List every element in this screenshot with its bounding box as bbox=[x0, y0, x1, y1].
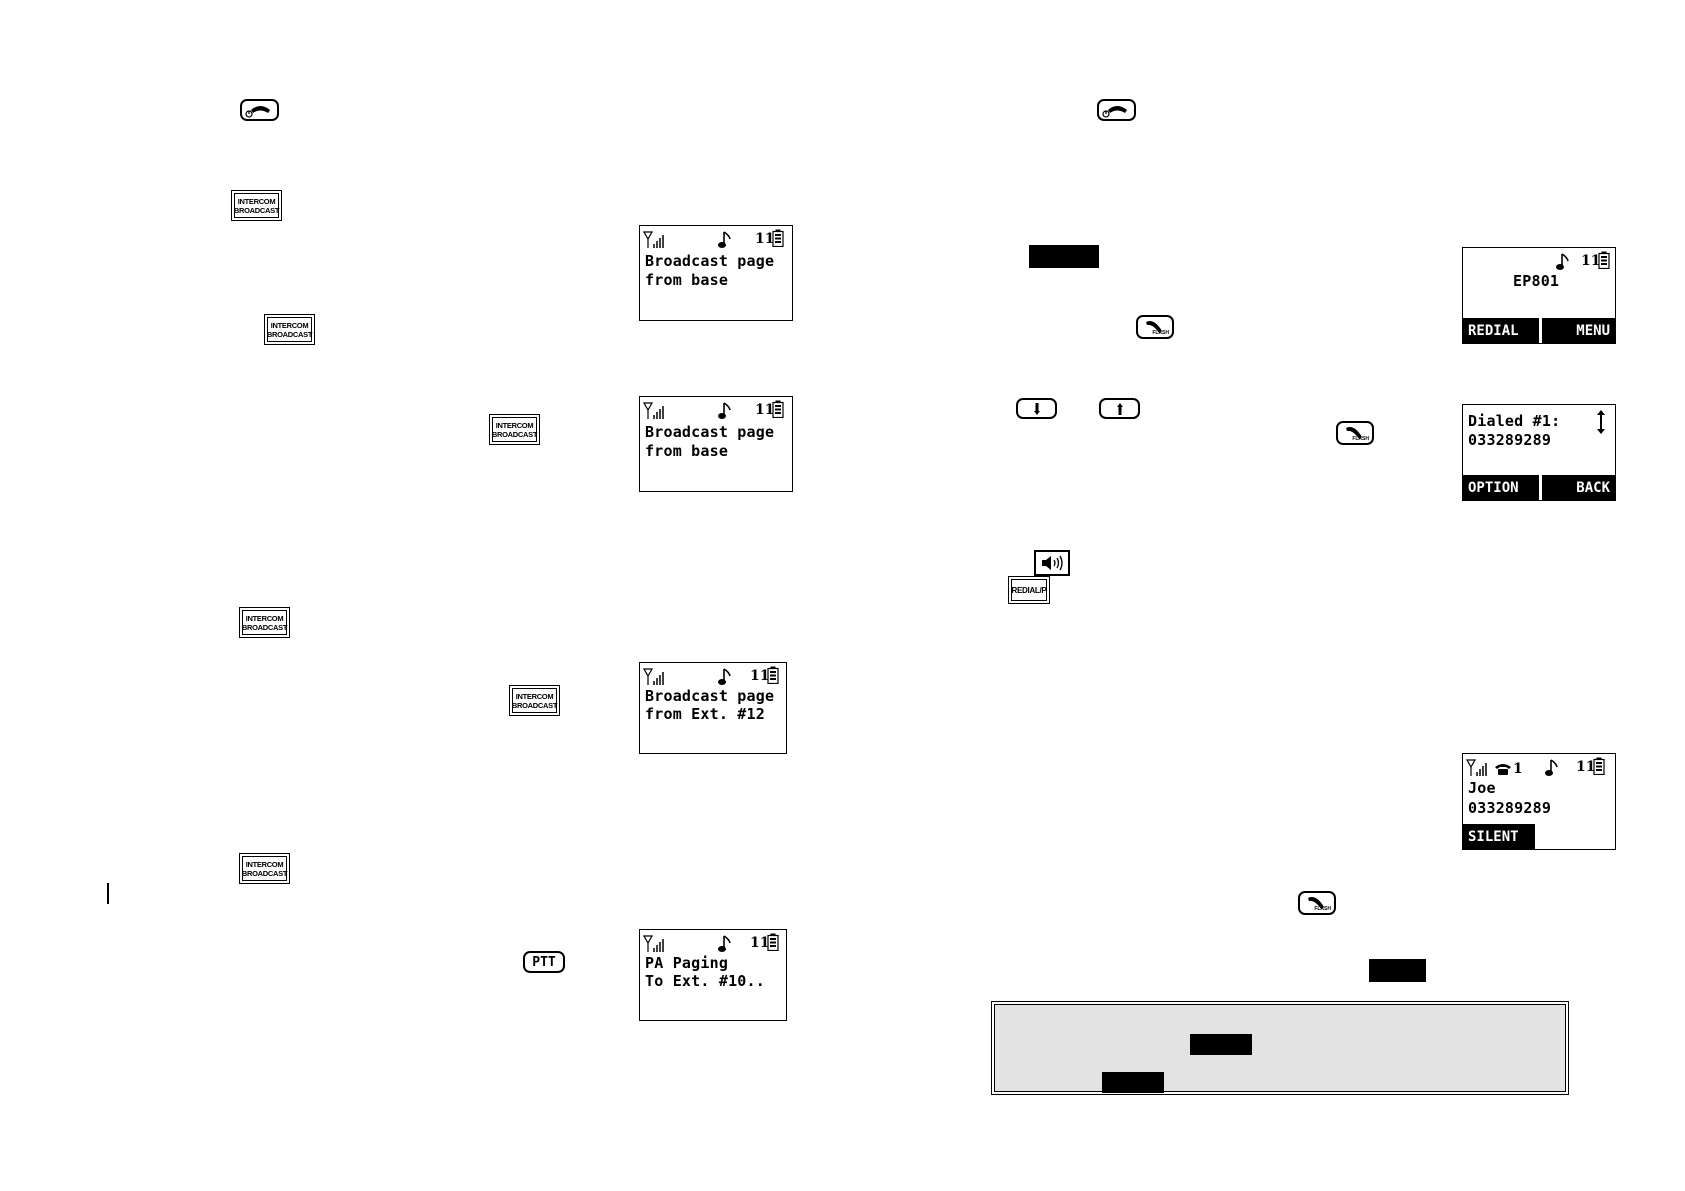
lcd-broadcast-ext: 11 Broadcast page from Ext. #12 bbox=[639, 662, 787, 754]
intercom-key-label: INTERCOM BROADCAST bbox=[241, 859, 288, 878]
status-digits: 11 bbox=[755, 402, 775, 418]
intercom-broadcast-key-1[interactable]: INTERCOM BROADCAST bbox=[231, 190, 282, 221]
nav-down-key[interactable] bbox=[1016, 398, 1057, 419]
lcd-broadcast-base-1: 11 Broadcast page from base bbox=[639, 225, 793, 321]
lcd-line-2: from base bbox=[645, 442, 729, 460]
talk-flash-key-2[interactable]: FLASH bbox=[1336, 421, 1374, 445]
ptt-key-label: PTT bbox=[532, 954, 556, 970]
flash-label: FLASH bbox=[1152, 330, 1169, 336]
lcd-line-2: from base bbox=[645, 271, 729, 289]
talk-flash-key-1[interactable]: FLASH bbox=[1136, 315, 1174, 339]
lcd-line-2: from Ext. #12 bbox=[645, 705, 765, 723]
lcd-pa-paging: 11 PA Paging To Ext. #10.. bbox=[639, 929, 787, 1021]
speaker-icon bbox=[1042, 555, 1063, 571]
battery-icon bbox=[767, 933, 779, 951]
battery-icon bbox=[1593, 757, 1605, 775]
phone-icon bbox=[1495, 764, 1511, 775]
status-digits: 11 bbox=[750, 668, 770, 684]
battery-icon bbox=[767, 666, 779, 684]
softkey-highlight bbox=[1102, 1072, 1164, 1093]
note-box bbox=[991, 1001, 1569, 1095]
intercom-broadcast-key-5[interactable]: INTERCOM BROADCAST bbox=[509, 685, 560, 716]
lcd-line-1: EP801 bbox=[1513, 272, 1560, 290]
ringer-note-icon bbox=[1556, 253, 1569, 270]
battery-icon bbox=[1598, 251, 1610, 269]
signal-icon bbox=[643, 231, 664, 248]
scroll-updown-icon bbox=[1597, 410, 1605, 434]
handset-icon bbox=[1146, 321, 1162, 333]
lcd-broadcast-base-2: 11 Broadcast page from base bbox=[639, 396, 793, 492]
talk-flash-key-3[interactable]: FLASH bbox=[1298, 891, 1336, 915]
ptt-key[interactable]: PTT bbox=[523, 951, 565, 973]
speaker-key[interactable] bbox=[1034, 550, 1070, 576]
softkey-highlight bbox=[1369, 959, 1426, 982]
lcd-line-1: Broadcast page bbox=[645, 252, 775, 270]
lcd-line-1: Broadcast page bbox=[645, 687, 775, 705]
handset-icon bbox=[1346, 427, 1362, 439]
intercom-key-label: INTERCOM BROADCAST bbox=[491, 420, 538, 439]
lcd-incoming-call: 1 11 Joe 033289289 SILENT bbox=[1462, 753, 1616, 850]
hangup-icon bbox=[1101, 106, 1127, 118]
softkey-menu[interactable]: MENU bbox=[1542, 318, 1615, 343]
end-call-key[interactable] bbox=[240, 99, 279, 121]
lcd-line-2: 033289289 bbox=[1468, 431, 1552, 449]
intercom-key-label: INTERCOM BROADCAST bbox=[266, 320, 313, 339]
lcd-line-1: Broadcast page bbox=[645, 423, 775, 441]
flash-label: FLASH bbox=[1314, 906, 1331, 912]
nav-down-icon bbox=[1033, 402, 1040, 415]
lcd-dialed: Dialed #1: 033289289 OPTION BACK bbox=[1462, 404, 1616, 501]
nav-up-key[interactable] bbox=[1099, 398, 1140, 419]
softkey-redial[interactable]: REDIAL bbox=[1463, 318, 1539, 343]
signal-icon bbox=[643, 935, 664, 952]
hangup-icon bbox=[244, 106, 270, 118]
lcd-line-1: PA Paging bbox=[645, 954, 729, 972]
flash-label: FLASH bbox=[1352, 436, 1369, 442]
status-digits: 11 bbox=[755, 231, 775, 247]
intercom-key-label: INTERCOM BROADCAST bbox=[233, 196, 280, 215]
softkey-highlight bbox=[1029, 245, 1099, 268]
intercom-key-label: INTERCOM BROADCAST bbox=[511, 691, 558, 710]
softkey-silent[interactable]: SILENT bbox=[1463, 824, 1535, 849]
battery-icon bbox=[772, 400, 784, 418]
battery-icon bbox=[772, 229, 784, 247]
signal-icon bbox=[643, 402, 664, 419]
lcd-line-1: Dialed #1: bbox=[1468, 412, 1561, 430]
intercom-broadcast-key-2[interactable]: INTERCOM BROADCAST bbox=[264, 314, 315, 345]
status-digits: 11 bbox=[1576, 759, 1596, 775]
ringer-note-icon bbox=[718, 402, 731, 419]
intercom-broadcast-key-6[interactable]: INTERCOM BROADCAST bbox=[239, 853, 290, 884]
line-digit: 1 bbox=[1513, 761, 1523, 777]
status-digits: 11 bbox=[1581, 253, 1601, 269]
handset-icon bbox=[1308, 897, 1324, 909]
lcd-line-2: To Ext. #10.. bbox=[645, 972, 765, 990]
ringer-note-icon bbox=[718, 668, 731, 685]
intercom-broadcast-key-3[interactable]: INTERCOM BROADCAST bbox=[489, 414, 540, 445]
signal-icon bbox=[1466, 759, 1487, 776]
intercom-broadcast-key-4[interactable]: INTERCOM BROADCAST bbox=[239, 607, 290, 638]
margin-rule bbox=[107, 883, 109, 904]
status-digits: 11 bbox=[750, 935, 770, 951]
redial-pause-key[interactable]: REDIAL/P bbox=[1008, 576, 1050, 604]
softkey-highlight bbox=[1190, 1034, 1252, 1055]
ringer-note-icon bbox=[718, 935, 731, 952]
softkey-back[interactable]: BACK bbox=[1542, 475, 1615, 500]
lcd-idle: 11 EP801 REDIAL MENU bbox=[1462, 247, 1616, 344]
redial-key-label: REDIAL/P bbox=[1011, 585, 1047, 595]
softkey-option[interactable]: OPTION bbox=[1463, 475, 1539, 500]
lcd-line-1: Joe bbox=[1468, 779, 1496, 797]
signal-icon bbox=[643, 668, 664, 685]
lcd-line-2: 033289289 bbox=[1468, 799, 1552, 817]
intercom-key-label: INTERCOM BROADCAST bbox=[241, 613, 288, 632]
ringer-note-icon bbox=[1545, 759, 1558, 776]
end-call-key[interactable] bbox=[1097, 99, 1136, 121]
nav-up-icon bbox=[1116, 402, 1123, 415]
ringer-note-icon bbox=[718, 231, 731, 248]
